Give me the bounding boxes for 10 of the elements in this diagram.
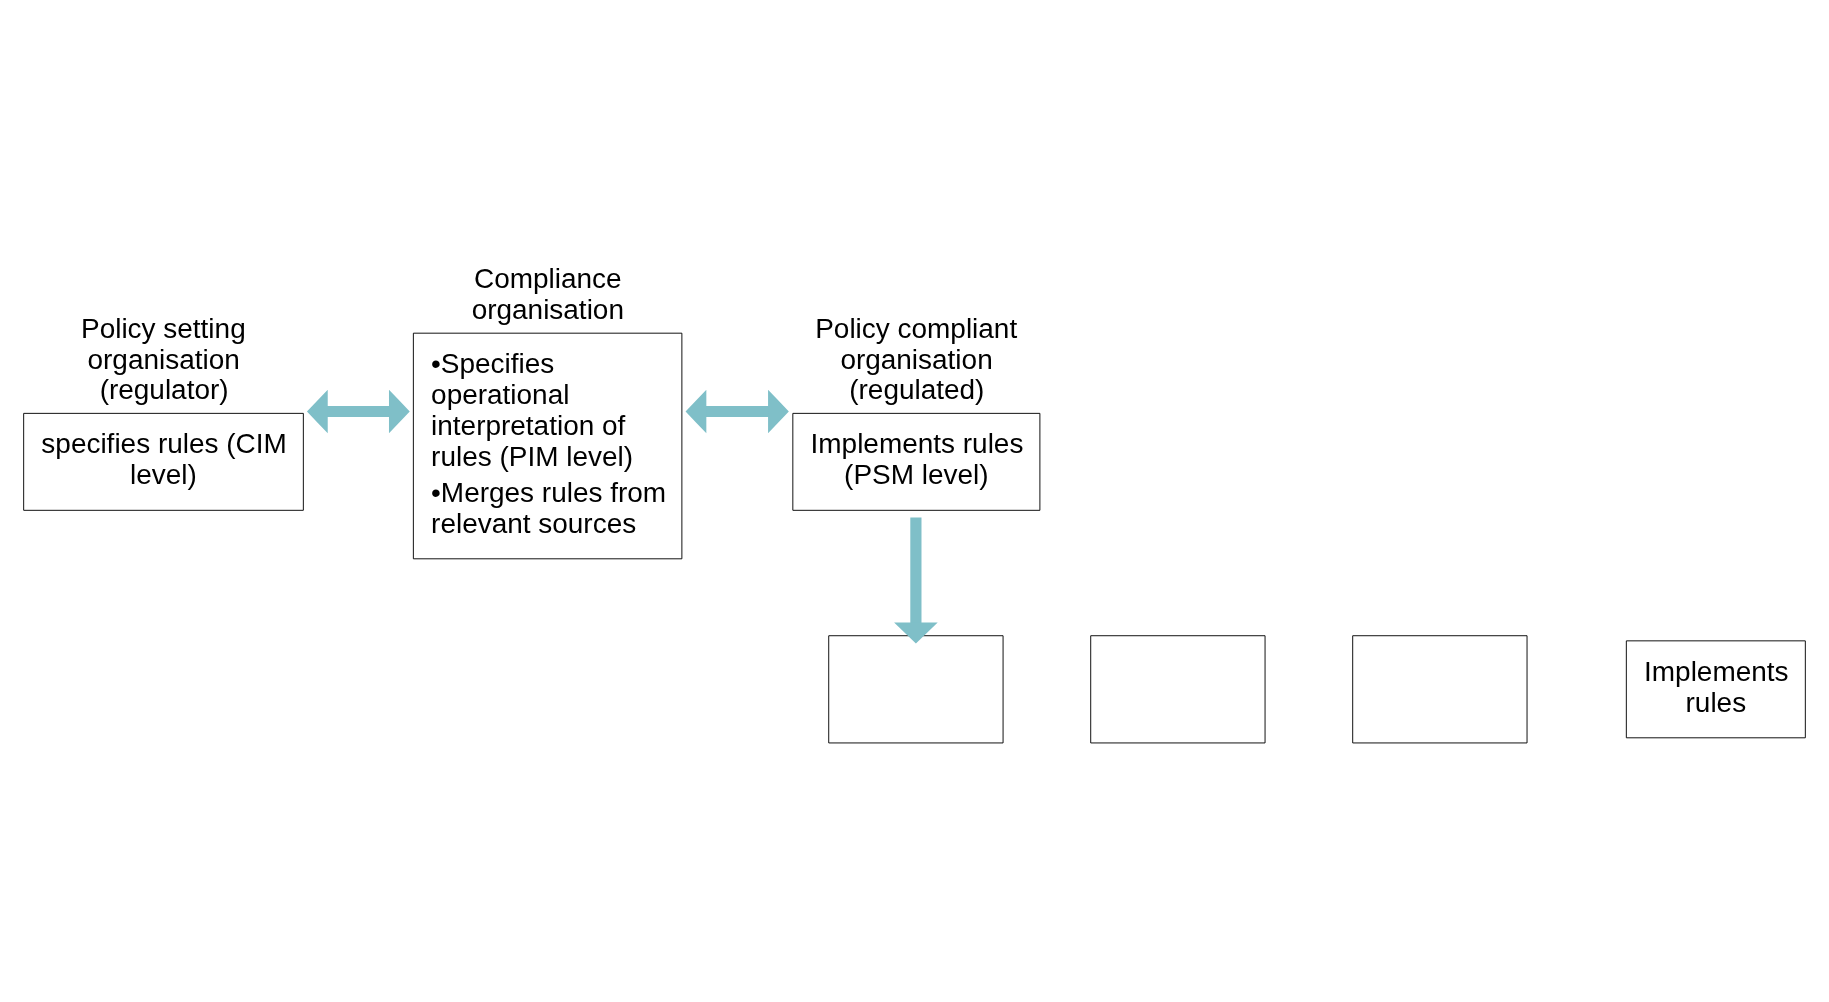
arrow <box>685 389 789 434</box>
node-label: Compliance organisation <box>471 263 624 326</box>
node-label: Policy setting organisation (regulator) <box>81 312 246 406</box>
node-box <box>1090 635 1266 744</box>
node-label: Policy compliant organisation (regulated) <box>815 312 1018 406</box>
arrow <box>894 517 938 644</box>
node-box: Implements rules <box>1625 640 1806 739</box>
arrow <box>306 389 410 434</box>
node-box <box>1352 635 1528 744</box>
node-box <box>828 635 1004 744</box>
